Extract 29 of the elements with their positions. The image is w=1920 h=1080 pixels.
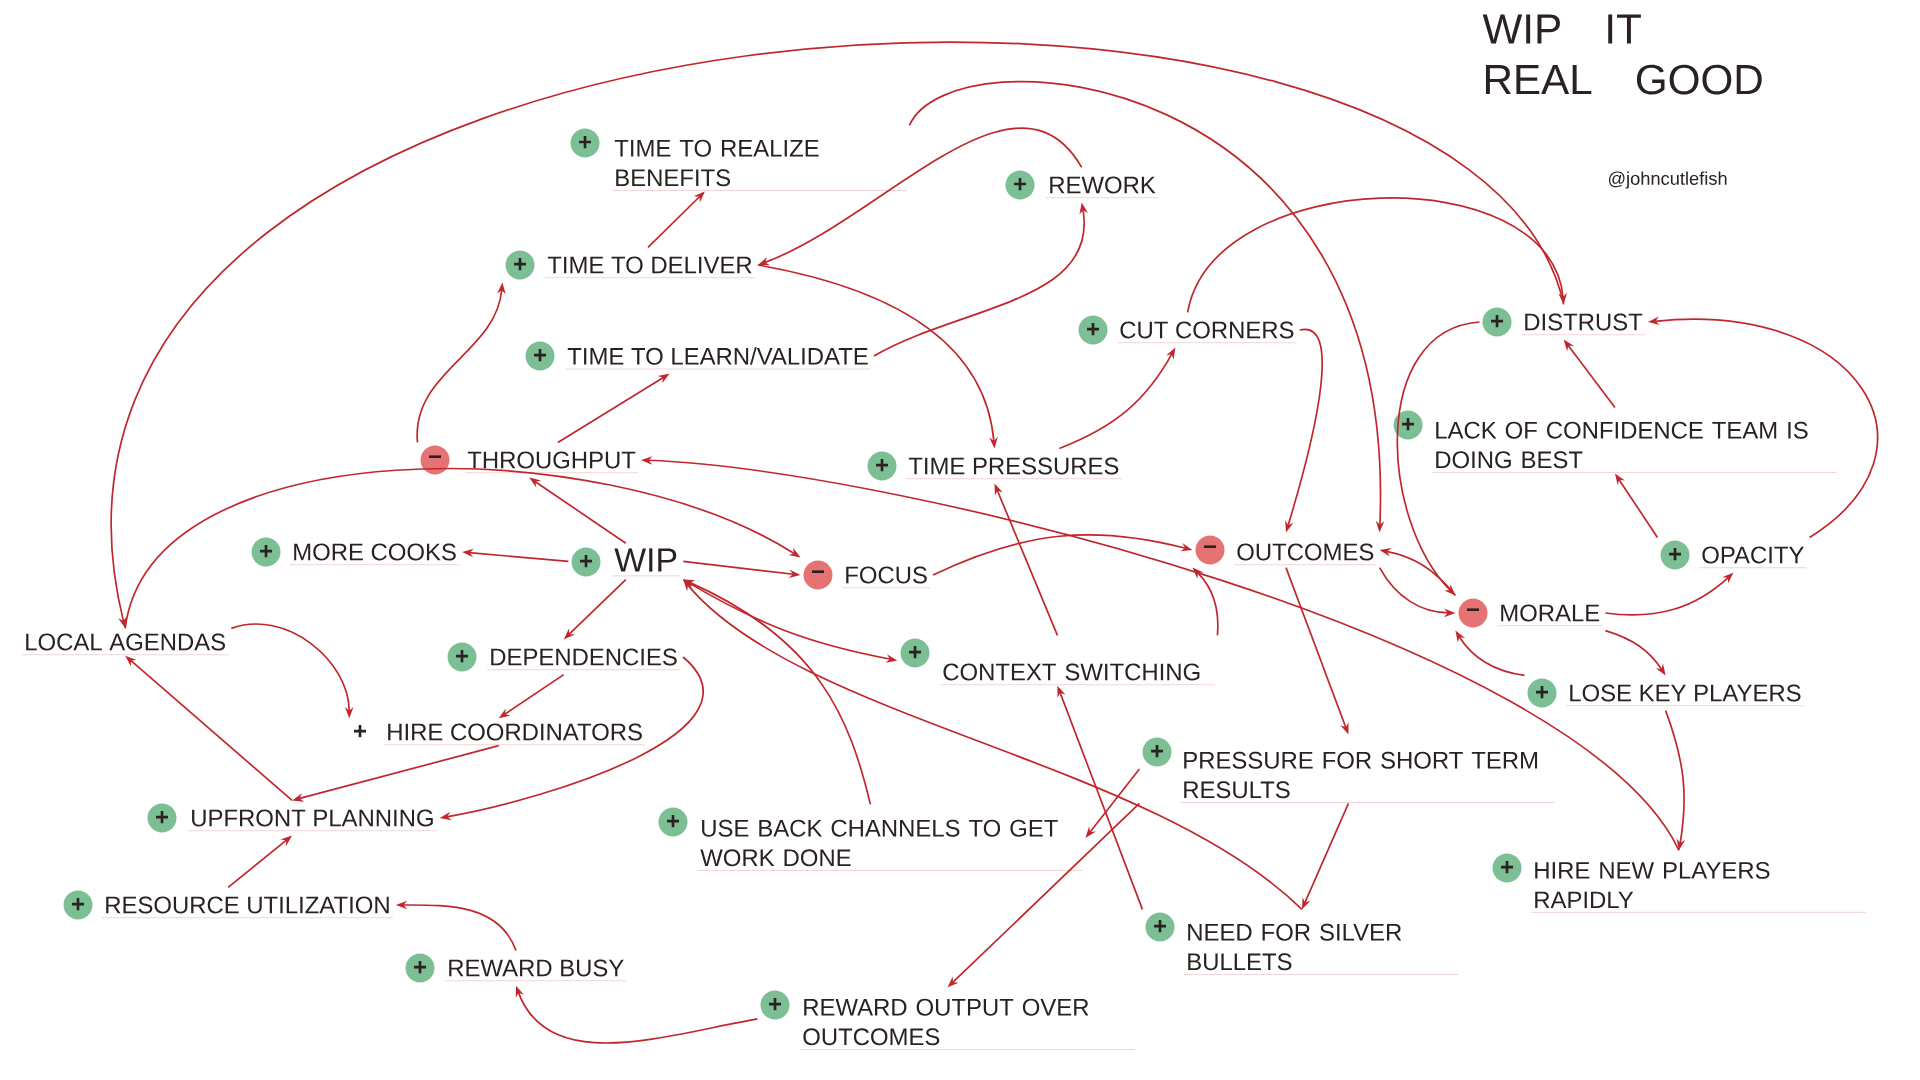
- polarity-sign: +: [447, 642, 477, 672]
- variable-label: UPFRONT PLANNING: [187, 809, 438, 832]
- polarity-sign: +: [900, 638, 930, 668]
- variable-label: HIRE NEW PLAYERS RAPIDLY: [1530, 861, 1866, 913]
- polarity-sign: +: [405, 953, 435, 983]
- polarity-sign: +: [1527, 678, 1557, 708]
- variable-label: LOSE KEY PLAYERS: [1565, 684, 1805, 707]
- variable-label: RESOURCE UTILIZATION: [101, 896, 394, 919]
- variable-label: PRESSURE FOR SHORT TERM RESULTS: [1179, 751, 1555, 803]
- variable-label: LOCAL AGENDAS: [21, 633, 229, 656]
- title: WIP IT REAL GOOD: [1482, 14, 1762, 95]
- polarity-sign: +: [658, 807, 688, 837]
- polarity-sign: +: [1660, 540, 1690, 570]
- polarity-sign: +: [1145, 912, 1175, 942]
- polarity-sign: +: [1492, 853, 1522, 883]
- polarity-sign: +: [63, 890, 93, 920]
- variable-label: REWARD BUSY: [444, 959, 627, 982]
- variable-label: REWARD OUTPUT OVER OUTCOMES: [799, 998, 1135, 1050]
- variable-label: USE BACK CHANNELS TO GET WORK DONE: [697, 819, 1083, 871]
- variable-label: OPACITY: [1698, 546, 1807, 569]
- polarity-sign: +: [760, 990, 790, 1020]
- variable-label: NEED FOR SILVER BULLETS: [1183, 923, 1459, 975]
- plus-sign: +: [354, 725, 366, 738]
- variable-label: DEPENDENCIES: [486, 648, 681, 671]
- polarity-sign: +: [1142, 737, 1172, 767]
- author-handle: @johncutlefish: [1608, 171, 1727, 189]
- variable-label: HIRE COORDINATORS: [383, 723, 646, 746]
- variable-label: CONTEXT SWITCHING: [939, 663, 1215, 686]
- polarity-sign: +: [147, 803, 177, 833]
